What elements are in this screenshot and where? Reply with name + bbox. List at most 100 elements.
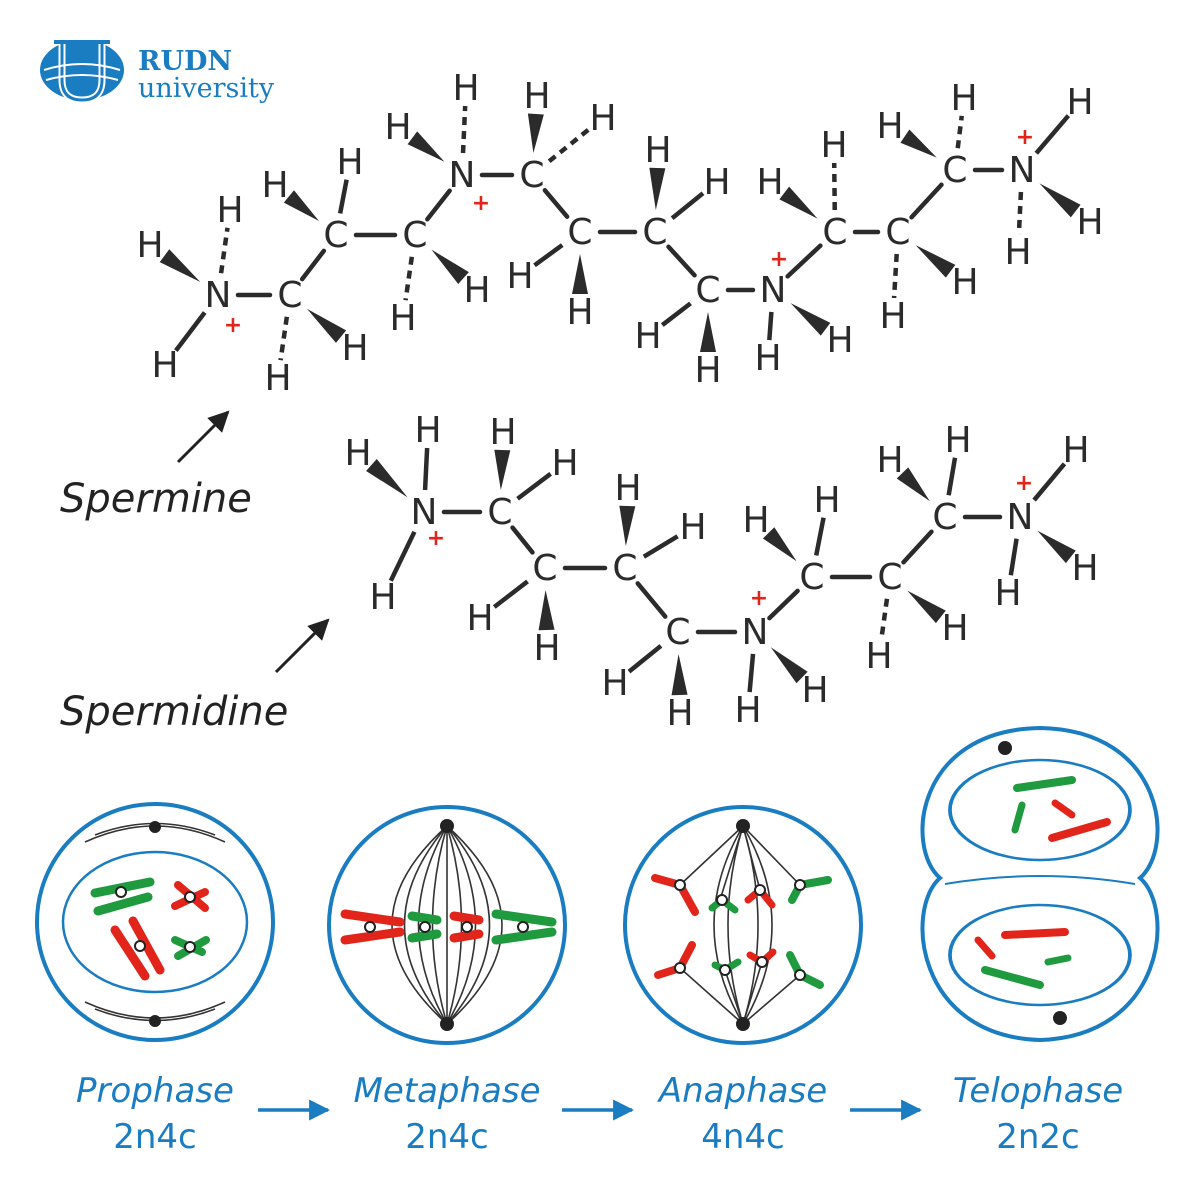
nitrogen-atom: N xyxy=(1009,150,1036,191)
hydrogen-atom: H xyxy=(756,162,783,203)
single-bond xyxy=(516,472,552,501)
single-bond xyxy=(337,179,349,214)
wedge-bond xyxy=(366,459,408,498)
backbone-bond xyxy=(299,248,327,282)
nitrogen-atom: N xyxy=(742,612,769,653)
nitrogen-atom: N xyxy=(205,275,232,316)
carbon-atom: C xyxy=(323,215,348,256)
spermidine-label: Spermidine xyxy=(60,689,288,735)
phase-label-prophase: Prophase xyxy=(76,1071,234,1111)
wedge-bond xyxy=(790,303,831,336)
hydrogen-atom: H xyxy=(876,106,903,147)
wedge-bond xyxy=(915,245,956,278)
hydrogen-atom: H xyxy=(533,628,560,669)
single-bond xyxy=(1032,462,1067,502)
positive-charge: + xyxy=(770,247,788,272)
telophase-cell xyxy=(920,725,1160,1043)
wedge-bond xyxy=(900,129,937,158)
hydrogen-atom: H xyxy=(589,98,616,139)
hydrogen-atom: H xyxy=(551,443,578,484)
hydrogen-atom: H xyxy=(1071,548,1098,589)
carbon-atom: C xyxy=(877,557,902,598)
hydrogen-atom: H xyxy=(634,316,661,357)
wedge-bond xyxy=(762,527,797,562)
globe-icon xyxy=(40,40,124,104)
wedge-bond xyxy=(494,449,511,491)
carbon-atom: C xyxy=(532,548,557,589)
carbon-atom: C xyxy=(612,548,637,589)
hydrogen-atom: H xyxy=(389,298,416,339)
single-bond xyxy=(946,457,958,496)
single-bond xyxy=(813,517,826,556)
single-bond xyxy=(422,447,430,491)
anaphase-cell xyxy=(623,805,863,1045)
hydrogen-atom: H xyxy=(264,358,291,399)
backbone-bond xyxy=(909,182,944,220)
logo-subtitle: university xyxy=(138,73,275,104)
wedge-bond xyxy=(1039,183,1081,218)
backbone-bond xyxy=(425,188,452,222)
single-bond xyxy=(388,530,417,582)
hashed-bond xyxy=(403,256,415,301)
hydrogen-atom: H xyxy=(950,78,977,119)
hashed-bond xyxy=(1016,191,1024,235)
phase-label-metaphase: Metaphase xyxy=(353,1071,540,1111)
metaphase-cell xyxy=(327,805,567,1045)
wedge-bond xyxy=(896,467,930,502)
spermine-label: Spermine xyxy=(60,476,252,522)
wedge-bond xyxy=(779,186,818,219)
hydrogen-atom: H xyxy=(463,270,490,311)
hydrogen-atom: H xyxy=(614,468,641,509)
hydrogen-atom: H xyxy=(941,608,968,649)
hydrogen-atom: H xyxy=(136,225,163,266)
hashed-bond xyxy=(955,115,965,149)
single-bond xyxy=(642,534,679,559)
ploidy-label-prophase: 2n4c xyxy=(113,1117,197,1157)
single-bond xyxy=(670,191,705,220)
hydrogen-atom: H xyxy=(414,410,441,451)
wedge-bond xyxy=(572,254,588,294)
wedge-bond xyxy=(700,312,716,352)
wedge-bond xyxy=(283,190,319,222)
single-bond xyxy=(660,301,692,327)
hydrogen-atom: H xyxy=(876,440,903,481)
wedge-bond xyxy=(307,308,347,343)
carbon-atom: C xyxy=(932,497,957,538)
positive-charge: + xyxy=(1015,471,1033,496)
positive-charge: + xyxy=(224,313,242,338)
wedge-bond xyxy=(1037,530,1076,564)
phase-label-telophase: Telophase xyxy=(953,1071,1123,1111)
hydrogen-atom: H xyxy=(151,345,178,386)
carbon-atom: C xyxy=(567,212,592,253)
hydrogen-atom: H xyxy=(754,338,781,379)
hydrogen-atom: H xyxy=(865,636,892,677)
logo-name: RUDN xyxy=(138,46,232,77)
spermidine-pointer-arrow xyxy=(274,618,330,674)
backbone-bond xyxy=(542,188,570,219)
hydrogen-atom: H xyxy=(601,663,628,704)
carbon-atom: C xyxy=(799,557,824,598)
backbone-bond xyxy=(785,243,823,279)
hydrogen-atom: H xyxy=(694,350,721,391)
carbon-atom: C xyxy=(695,270,720,311)
single-bond xyxy=(1008,538,1019,576)
carbon-atom: C xyxy=(942,150,967,191)
nitrogen-atom: N xyxy=(449,155,476,196)
hydrogen-atom: H xyxy=(644,130,671,171)
hashed-bond xyxy=(891,253,899,299)
carbon-atom: C xyxy=(642,212,667,253)
spermine-pointer-arrow xyxy=(176,410,230,464)
backbone-bond xyxy=(901,529,934,565)
hydrogen-atom: H xyxy=(666,693,693,734)
hashed-bond xyxy=(879,598,890,639)
backbone-bond xyxy=(767,588,800,621)
positive-charge: + xyxy=(427,526,445,551)
hydrogen-atom: H xyxy=(1066,82,1093,123)
hashed-bond xyxy=(460,105,468,154)
single-bond xyxy=(174,311,207,353)
hydrogen-atom: H xyxy=(1062,430,1089,471)
single-bond xyxy=(492,579,529,609)
hydrogen-atom: H xyxy=(944,420,971,461)
